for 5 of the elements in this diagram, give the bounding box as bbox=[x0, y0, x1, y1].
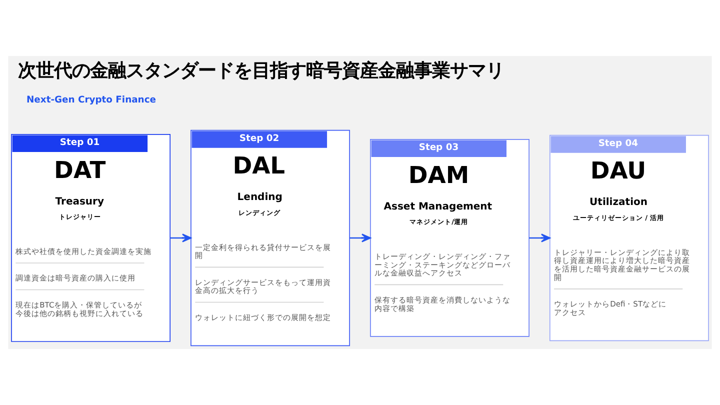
diagram-title: 次世代の金融スタンダードを目指す暗号資産金融事業サマリ bbox=[18, 60, 504, 82]
arrow bbox=[170, 234, 192, 242]
arrow bbox=[529, 234, 550, 242]
arrow bbox=[350, 234, 371, 242]
label: Next-Gen Crypto Finance bbox=[26, 94, 156, 106]
